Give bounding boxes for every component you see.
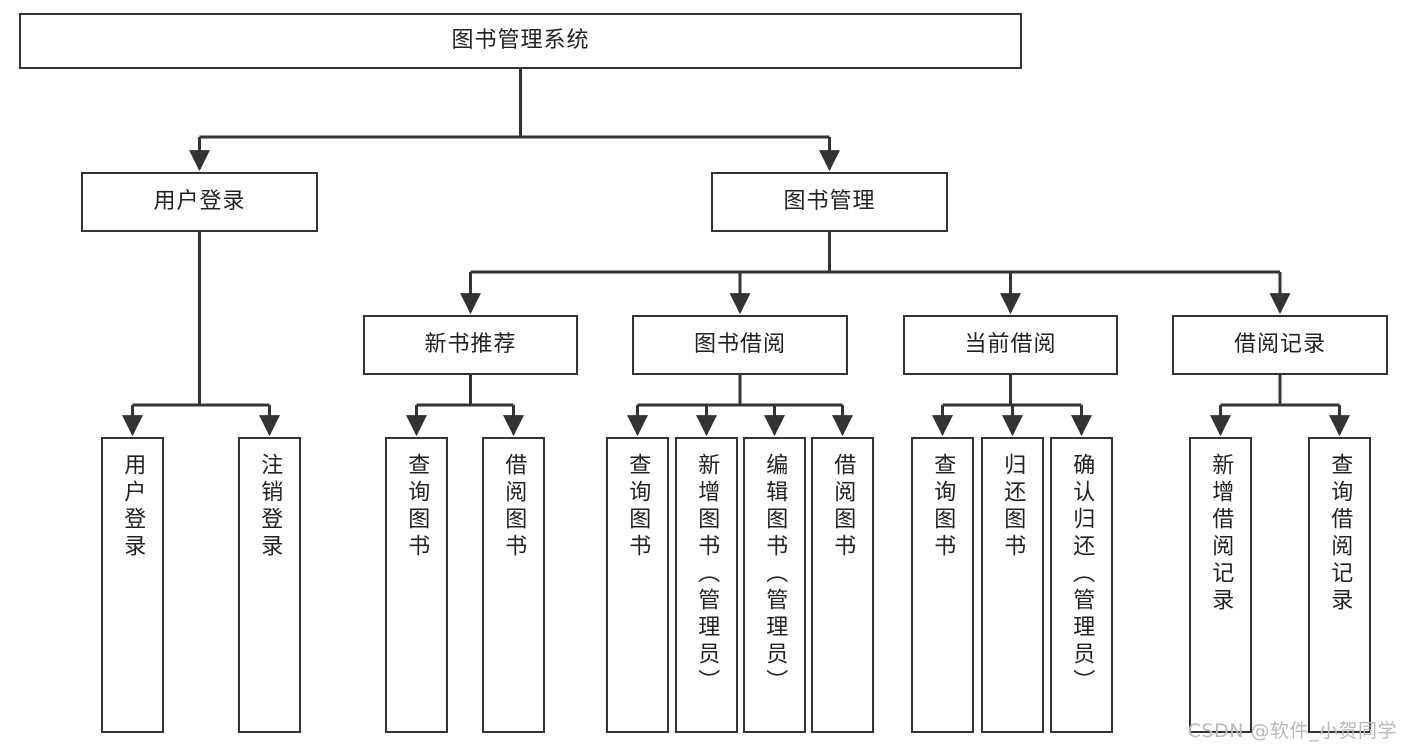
node-current-borrow[interactable]: 当前借阅 bbox=[903, 315, 1118, 375]
node-borrow-record[interactable]: 借阅记录 bbox=[1172, 315, 1388, 375]
node-leaf-add-record[interactable]: 新增借阅记录 bbox=[1189, 437, 1252, 733]
node-leaf-user-login[interactable]: 用户登录 bbox=[101, 437, 164, 733]
node-leaf-edit-book-label: 编辑图书（管理员） bbox=[762, 453, 788, 696]
node-leaf-user-logout-label: 注销登录 bbox=[257, 453, 283, 561]
node-leaf-borrow-book-rec[interactable]: 借阅图书 bbox=[482, 437, 545, 733]
node-borrow-record-label: 借阅记录 bbox=[1233, 332, 1326, 358]
node-leaf-edit-book[interactable]: 编辑图书（管理员） bbox=[743, 437, 806, 733]
node-user-login[interactable]: 用户登录 bbox=[81, 172, 318, 232]
node-leaf-query-book-current-label: 查询图书 bbox=[930, 453, 956, 561]
node-leaf-add-book[interactable]: 新增图书（管理员） bbox=[675, 437, 738, 733]
node-book-borrow[interactable]: 图书借阅 bbox=[632, 315, 848, 375]
node-root[interactable]: 图书管理系统 bbox=[19, 13, 1022, 69]
node-leaf-return-book[interactable]: 归还图书 bbox=[981, 437, 1044, 733]
node-leaf-borrow-book[interactable]: 借阅图书 bbox=[811, 437, 874, 733]
node-leaf-query-book-current[interactable]: 查询图书 bbox=[911, 437, 974, 733]
node-new-book-rec[interactable]: 新书推荐 bbox=[363, 315, 578, 375]
node-current-borrow-label: 当前借阅 bbox=[964, 332, 1057, 358]
node-leaf-add-book-label: 新增图书（管理员） bbox=[694, 453, 720, 696]
node-leaf-add-record-label: 新增借阅记录 bbox=[1208, 453, 1234, 615]
watermark-text: CSDN @软件_小贺同学 bbox=[1187, 720, 1397, 742]
node-book-borrow-label: 图书借阅 bbox=[693, 332, 786, 358]
node-leaf-confirm-return[interactable]: 确认归还（管理员） bbox=[1050, 437, 1113, 733]
node-leaf-confirm-return-label: 确认归还（管理员） bbox=[1069, 453, 1095, 696]
node-leaf-query-record[interactable]: 查询借阅记录 bbox=[1308, 437, 1371, 733]
node-leaf-query-record-label: 查询借阅记录 bbox=[1327, 453, 1353, 615]
node-new-book-rec-label: 新书推荐 bbox=[424, 332, 517, 358]
node-leaf-user-logout[interactable]: 注销登录 bbox=[238, 437, 301, 733]
node-root-label: 图书管理系统 bbox=[451, 28, 590, 54]
node-leaf-borrow-book-rec-label: 借阅图书 bbox=[501, 453, 527, 561]
node-user-login-label: 用户登录 bbox=[153, 189, 246, 215]
node-leaf-borrow-book-label: 借阅图书 bbox=[830, 453, 856, 561]
node-leaf-return-book-label: 归还图书 bbox=[1000, 453, 1026, 561]
node-leaf-user-login-label: 用户登录 bbox=[120, 453, 146, 561]
node-book-manage[interactable]: 图书管理 bbox=[711, 172, 948, 232]
node-leaf-query-book-rec-label: 查询图书 bbox=[404, 453, 430, 561]
node-leaf-query-book-borrow-label: 查询图书 bbox=[625, 453, 651, 561]
node-leaf-query-book-rec[interactable]: 查询图书 bbox=[385, 437, 448, 733]
node-book-manage-label: 图书管理 bbox=[783, 189, 876, 215]
node-leaf-query-book-borrow[interactable]: 查询图书 bbox=[606, 437, 669, 733]
